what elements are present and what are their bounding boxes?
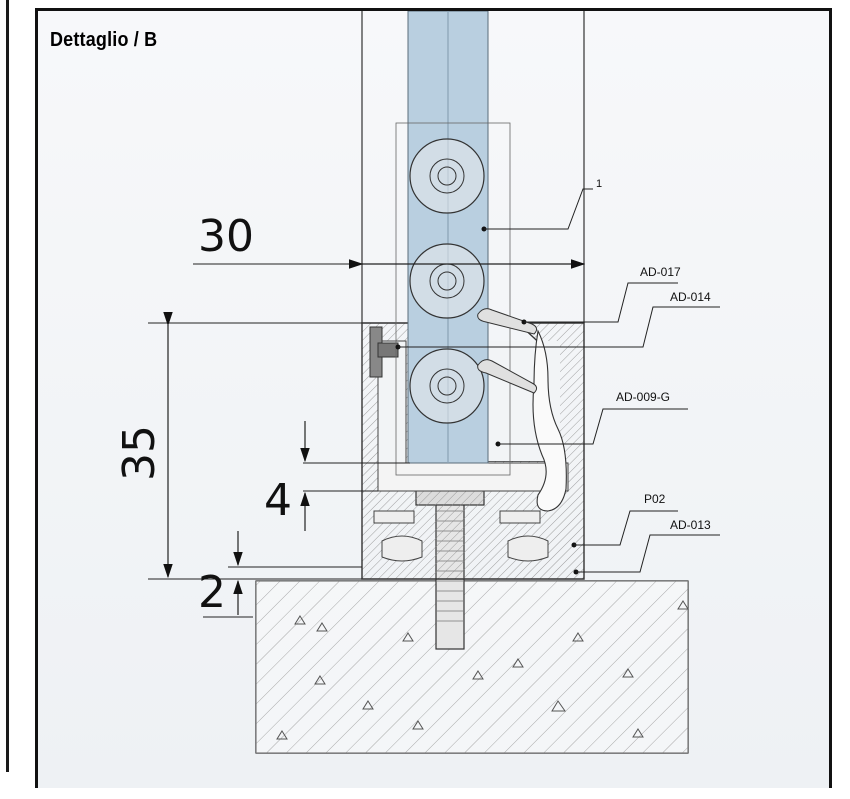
callout-ad-014-label: AD-014 <box>670 290 711 304</box>
callout-1: 1 <box>481 178 602 232</box>
callout-ad-014: AD-014 <box>395 290 720 350</box>
dimension-35: 35 <box>114 311 362 580</box>
left-border-line <box>6 0 9 772</box>
callout-ad-013: AD-013 <box>573 518 720 575</box>
technical-drawing: 30 35 4 2 1 <box>114 11 720 754</box>
callout-ad-013-label: AD-013 <box>670 518 711 532</box>
dimension-4-label: 4 <box>264 475 292 526</box>
dimension-4: 4 <box>264 421 410 531</box>
dimension-2-label: 2 <box>198 567 226 618</box>
glass-clamp-discs <box>409 138 485 424</box>
gaskets <box>477 308 538 394</box>
callout-ad-017: AD-017 <box>521 265 681 325</box>
callout-ad-009-g-label: AD-009-G <box>616 390 670 404</box>
dimension-30: 30 <box>193 211 586 269</box>
dimension-2: 2 <box>198 531 362 618</box>
drawing-title: Dettaglio / B <box>50 29 158 51</box>
callout-1-label: 1 <box>596 178 602 190</box>
callout-p02-label: P02 <box>644 492 666 506</box>
callout-ad-009-g: AD-009-G <box>495 390 688 447</box>
dimension-35-label: 35 <box>114 425 165 481</box>
callout-p02: P02 <box>571 492 678 548</box>
concrete-slab <box>255 580 689 754</box>
drawing-frame: Dettaglio / B <box>35 8 832 788</box>
dimension-30-label: 30 <box>198 211 254 262</box>
callout-ad-017-label: AD-017 <box>640 265 681 279</box>
